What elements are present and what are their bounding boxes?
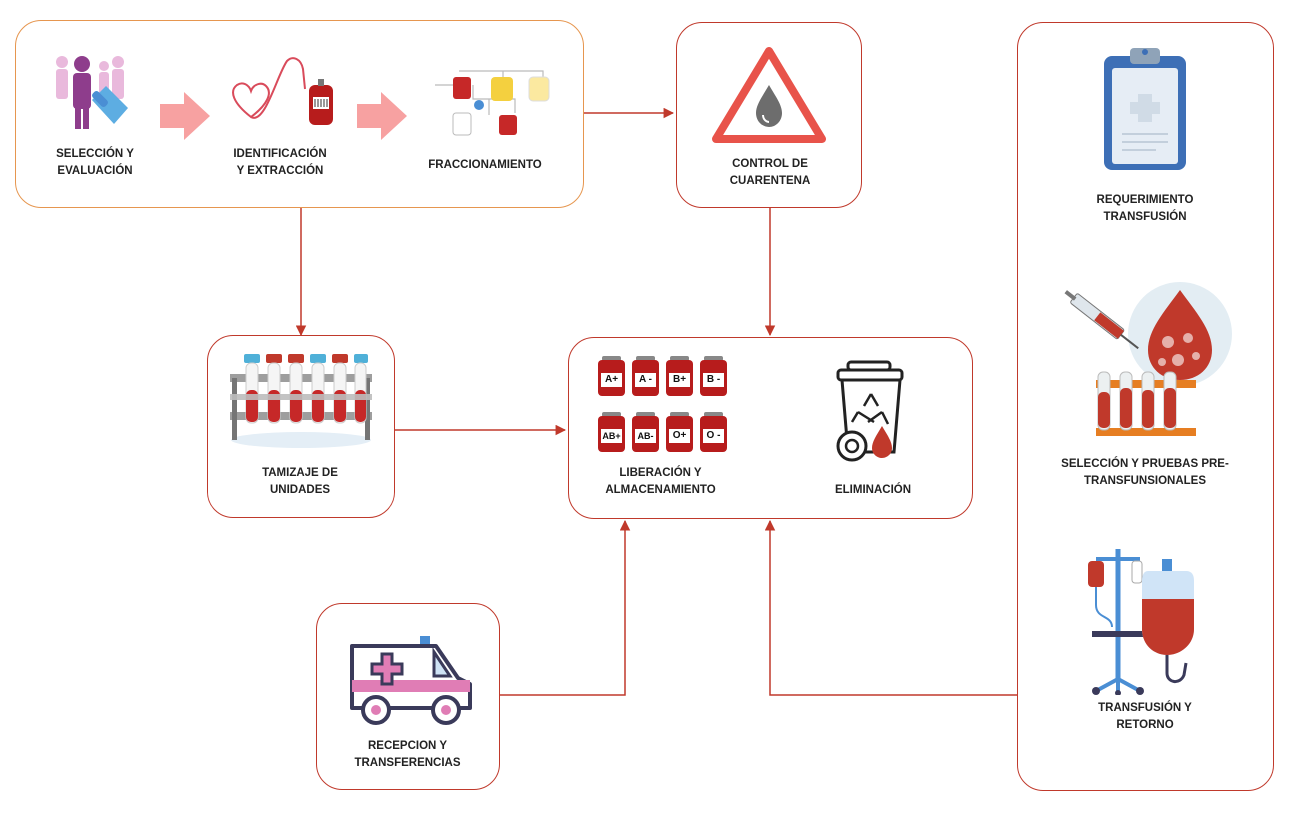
recepcion-label: RECEPCION Y TRANSFERENCIAS	[354, 740, 461, 769]
warning-drop-icon	[712, 47, 826, 143]
heart-blood-bag-icon	[232, 57, 333, 125]
control-label: CONTROL DE CUARENTENA	[729, 158, 811, 187]
blood-group-label: O+	[669, 429, 690, 443]
seleccion-label: SELECCIÓN Y EVALUACIÓN	[56, 148, 134, 177]
blood-group-label: AB+	[601, 429, 622, 443]
blood-fractionation-icon	[435, 70, 550, 136]
pruebas-label: SELECCIÓN Y PRUEBAS PRE- TRANSFUNSIONALE…	[1061, 458, 1229, 487]
requerimiento-label: REQUERIMIENTO TRANSFUSIÓN	[1096, 194, 1194, 223]
blood-group-label: B+	[669, 373, 690, 387]
tamizaje-label: TAMIZAJE DE UNIDADES	[262, 467, 338, 496]
liberacion-label: LIBERACIÓN Y ALMACENAMIENTO	[605, 467, 716, 496]
blood-bag: AB-	[632, 412, 659, 452]
recycle-bin-icon	[836, 360, 904, 462]
blood-bag: A -	[632, 356, 659, 396]
connector-transfusion-to-release	[764, 519, 1017, 696]
ambulance-icon	[350, 636, 472, 725]
people-selection-icon	[56, 56, 128, 129]
fraccionamiento-label: FRACCIONAMIENTO	[428, 159, 542, 171]
blood-bag: O -	[700, 412, 727, 452]
arrow-1-icon	[160, 92, 210, 140]
blood-bag: B -	[700, 356, 727, 396]
eliminacion-label: ELIMINACIÓN	[834, 484, 912, 496]
blood-bag: O+	[666, 412, 693, 452]
transfusion-label: TRANSFUSIÓN Y RETORNO	[1098, 702, 1192, 731]
arrow-2-icon	[357, 92, 407, 140]
clipboard-icon	[1104, 48, 1186, 170]
blood-group-label: A -	[635, 373, 656, 387]
blood-group-label: B -	[703, 373, 724, 387]
blood-group-bags: A+ A - B+ B - AB+ AB- O+ O -	[598, 356, 728, 461]
blood-bag: AB+	[598, 412, 625, 452]
blood-bag: B+	[666, 356, 693, 396]
blood-group-label: O -	[703, 429, 724, 443]
iv-stand-icon	[1088, 549, 1194, 695]
blood-group-label: AB-	[635, 429, 656, 443]
connector-reception-to-release	[500, 519, 631, 696]
test-tube-rack-icon	[230, 354, 372, 448]
syringe-tubes-icon	[1064, 282, 1232, 436]
identificacion-label: IDENTIFICACIÓN Y EXTRACCIÓN	[233, 148, 327, 177]
blood-bag: A+	[598, 356, 625, 396]
blood-group-label: A+	[601, 373, 622, 387]
